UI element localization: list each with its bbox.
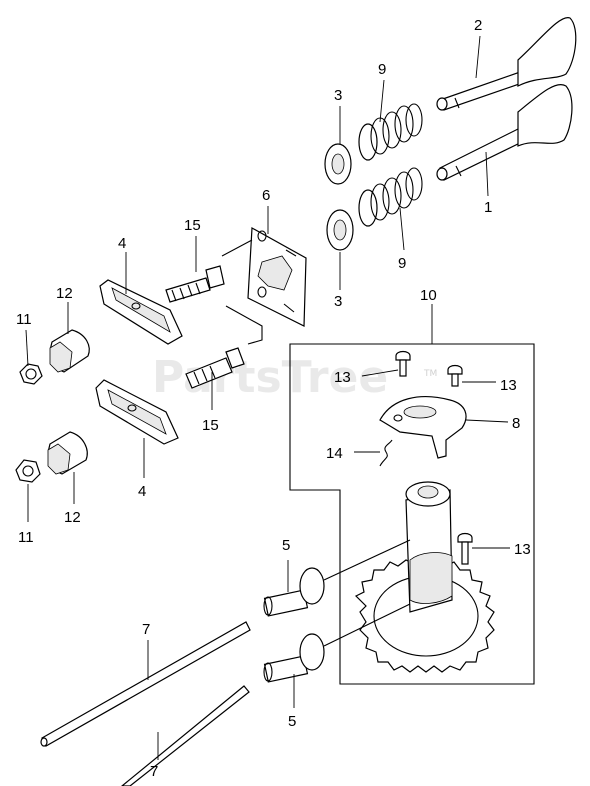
callout-rocker-arm-bottom: 4 (138, 483, 146, 500)
callout-stud-top: 15 (184, 217, 201, 234)
valve-intake[interactable] (436, 84, 573, 181)
callout-numbers: 2 1 9 9 3 3 6 15 15 4 4 12 12 11 11 10 1… (16, 17, 531, 780)
callout-tappet-top: 5 (282, 537, 290, 554)
callout-push-rod-top: 7 (142, 621, 150, 638)
callout-spring-retainer-top: 3 (334, 87, 342, 104)
callout-stud-bottom: 15 (202, 417, 219, 434)
valve-exhaust[interactable] (436, 17, 577, 111)
lock-nut-top[interactable] (19, 363, 43, 385)
rocker-arm-bottom[interactable] (95, 379, 179, 445)
callout-screw-cam: 13 (514, 541, 531, 558)
callout-spring-retainer-bottom: 3 (334, 293, 342, 310)
guide-plate[interactable] (247, 227, 307, 327)
spring-retainer-top[interactable] (324, 143, 352, 185)
governor-spring[interactable] (379, 439, 393, 467)
screw-right[interactable] (447, 364, 463, 387)
tappet-top[interactable] (263, 567, 325, 617)
camshaft-gear[interactable] (354, 481, 495, 673)
callout-adjust-nut-bottom: 12 (64, 509, 81, 526)
callout-valve-exhaust: 2 (474, 17, 482, 34)
rocker-arm-top[interactable] (99, 279, 183, 345)
screw-left[interactable] (395, 350, 411, 377)
push-rod-bottom[interactable] (121, 685, 250, 786)
tappet-to-cam-line-bottom (323, 603, 411, 647)
callout-valve-spring-bottom: 9 (398, 255, 406, 272)
stud-top[interactable] (165, 265, 225, 303)
callout-lock-nut-bottom: 11 (18, 529, 34, 546)
tappet-bottom[interactable] (263, 633, 325, 683)
callout-lock-nut-top: 11 (16, 311, 32, 328)
callout-valve-intake: 1 (484, 199, 492, 216)
callout-governor-group: 10 (420, 287, 437, 304)
callout-push-rod-bottom: 7 (150, 763, 158, 780)
adjust-nut-bottom[interactable] (47, 431, 88, 475)
governor-weight[interactable] (379, 396, 467, 459)
leader-lines (25, 35, 510, 760)
valve-spring-top[interactable] (358, 103, 423, 161)
callout-screw-right: 13 (500, 377, 517, 394)
governor-group-frame (289, 343, 535, 685)
spring-retainer-bottom[interactable] (326, 209, 354, 251)
callout-adjust-nut-top: 12 (56, 285, 73, 302)
stud-bottom[interactable] (185, 347, 245, 389)
callout-governor-spring: 14 (326, 445, 343, 462)
watermark-trademark: TM (423, 369, 437, 379)
screw-cam[interactable] (457, 532, 473, 565)
callout-tappet-bottom: 5 (288, 713, 296, 730)
callout-guide-plate: 6 (262, 187, 270, 204)
callout-screw-left: 13 (334, 369, 351, 386)
lock-nut-bottom[interactable] (15, 459, 41, 483)
adjust-nut-top[interactable] (49, 329, 90, 373)
callout-valve-spring-top: 9 (378, 61, 386, 78)
push-rod-top[interactable] (40, 621, 251, 747)
callout-governor-weight: 8 (512, 415, 520, 432)
callout-rocker-arm-top: 4 (118, 235, 126, 252)
tappet-to-cam-line-top (323, 539, 411, 581)
plate-stud-guide-line (221, 239, 263, 345)
valve-spring-bottom[interactable] (358, 167, 423, 227)
